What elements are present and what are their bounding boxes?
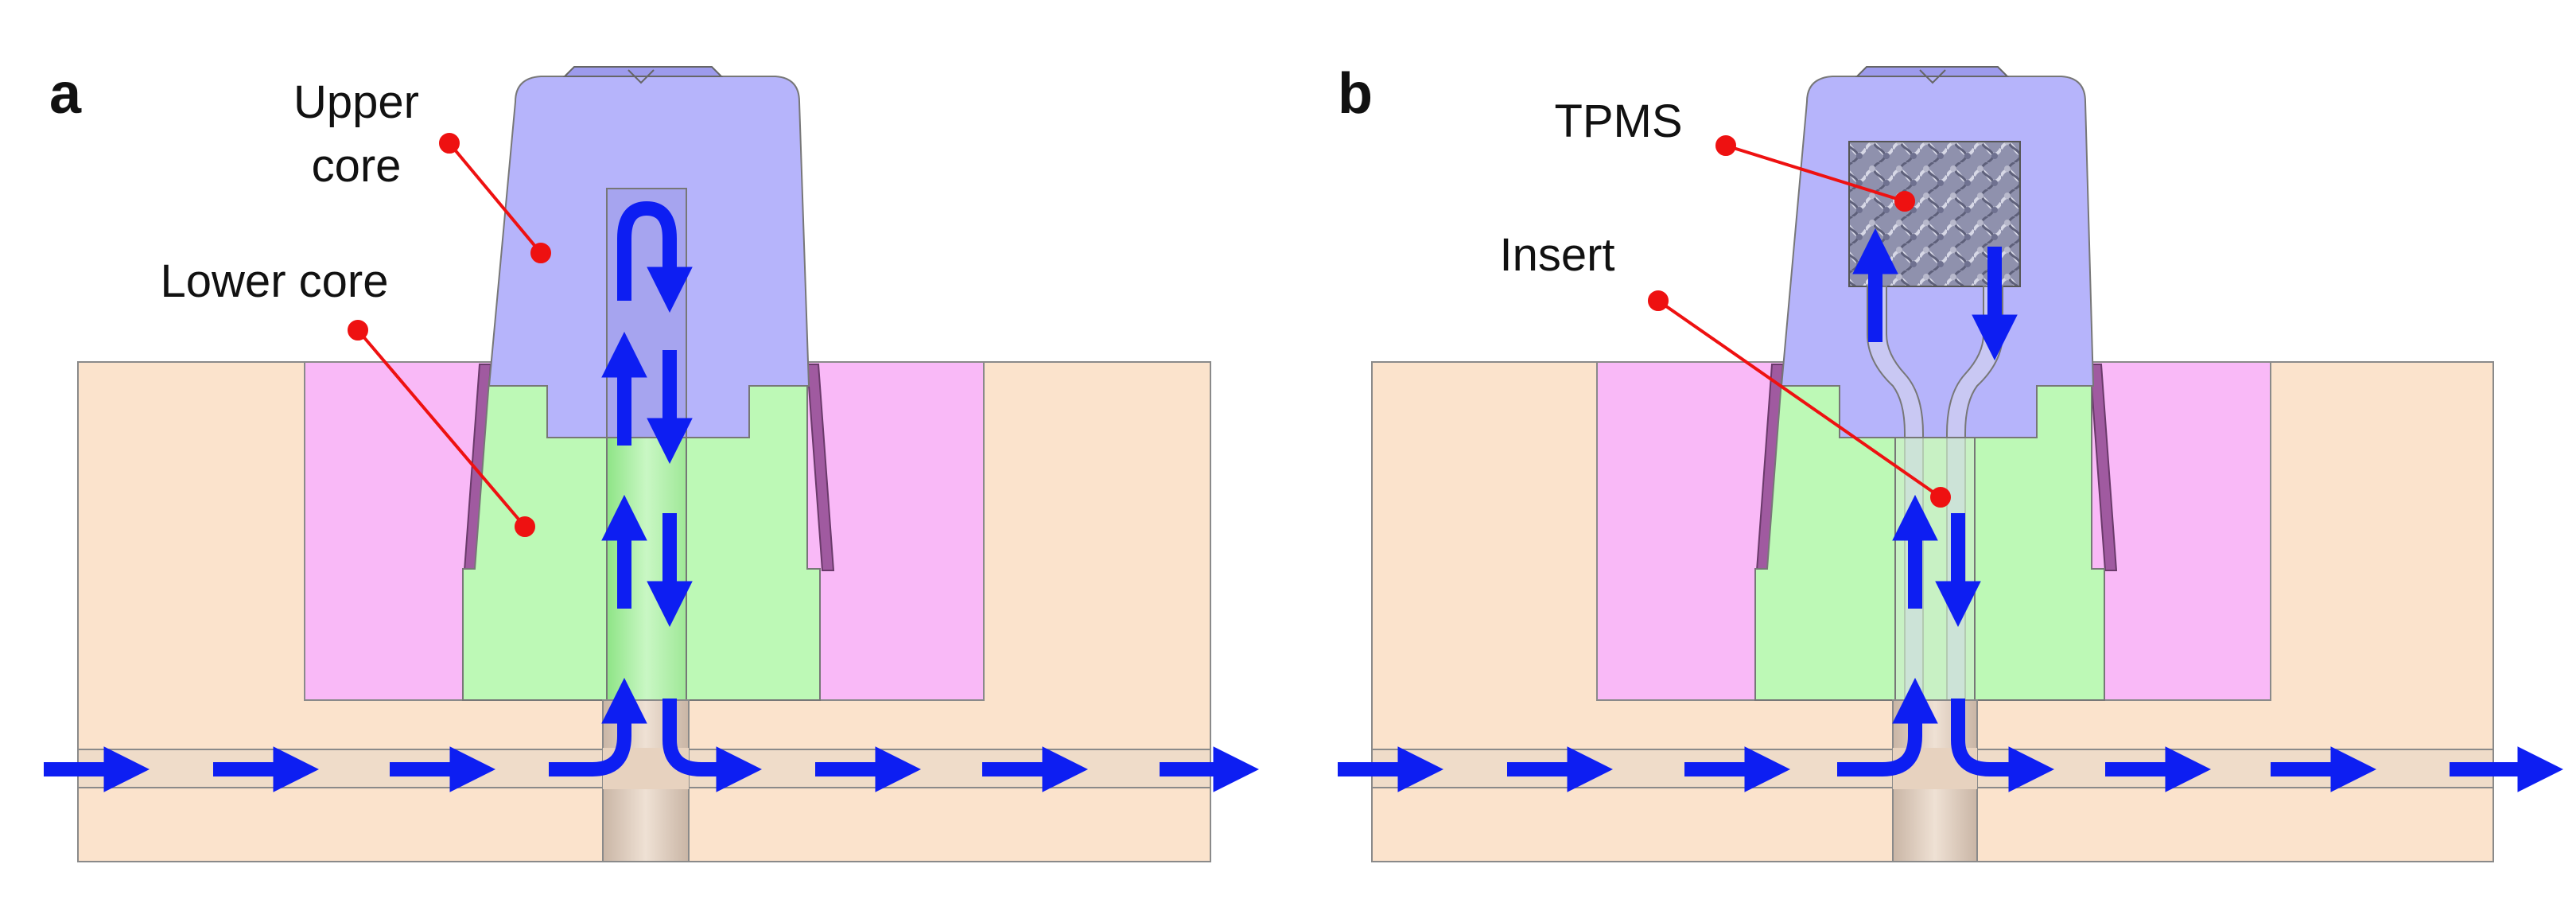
panel-a: a Upper core Lower core [44,62,1260,862]
label-lower-core: Lower core [161,255,389,307]
cavity-strip-right [806,364,835,571]
flow-arrows-b [1338,228,2564,792]
label-upper-core-line1: Upper [293,76,419,128]
label-insert: Insert [1499,229,1614,281]
callout-lines-a [348,133,551,537]
label-upper-core-line2: core [312,140,402,192]
panel-letter-b: b [1338,62,1373,126]
label-tpms: TPMS [1554,95,1682,147]
panel-b: b TPMS Insert [1338,62,2564,862]
callout-lines-b [1648,135,1951,508]
screw-head [1855,66,2010,77]
flow-arrows-a [44,200,1260,792]
cavity-plate-right [2087,361,2271,701]
screw-head [562,66,724,77]
panel-letter-a: a [49,62,82,126]
cavity-strip-right [2088,364,2118,571]
